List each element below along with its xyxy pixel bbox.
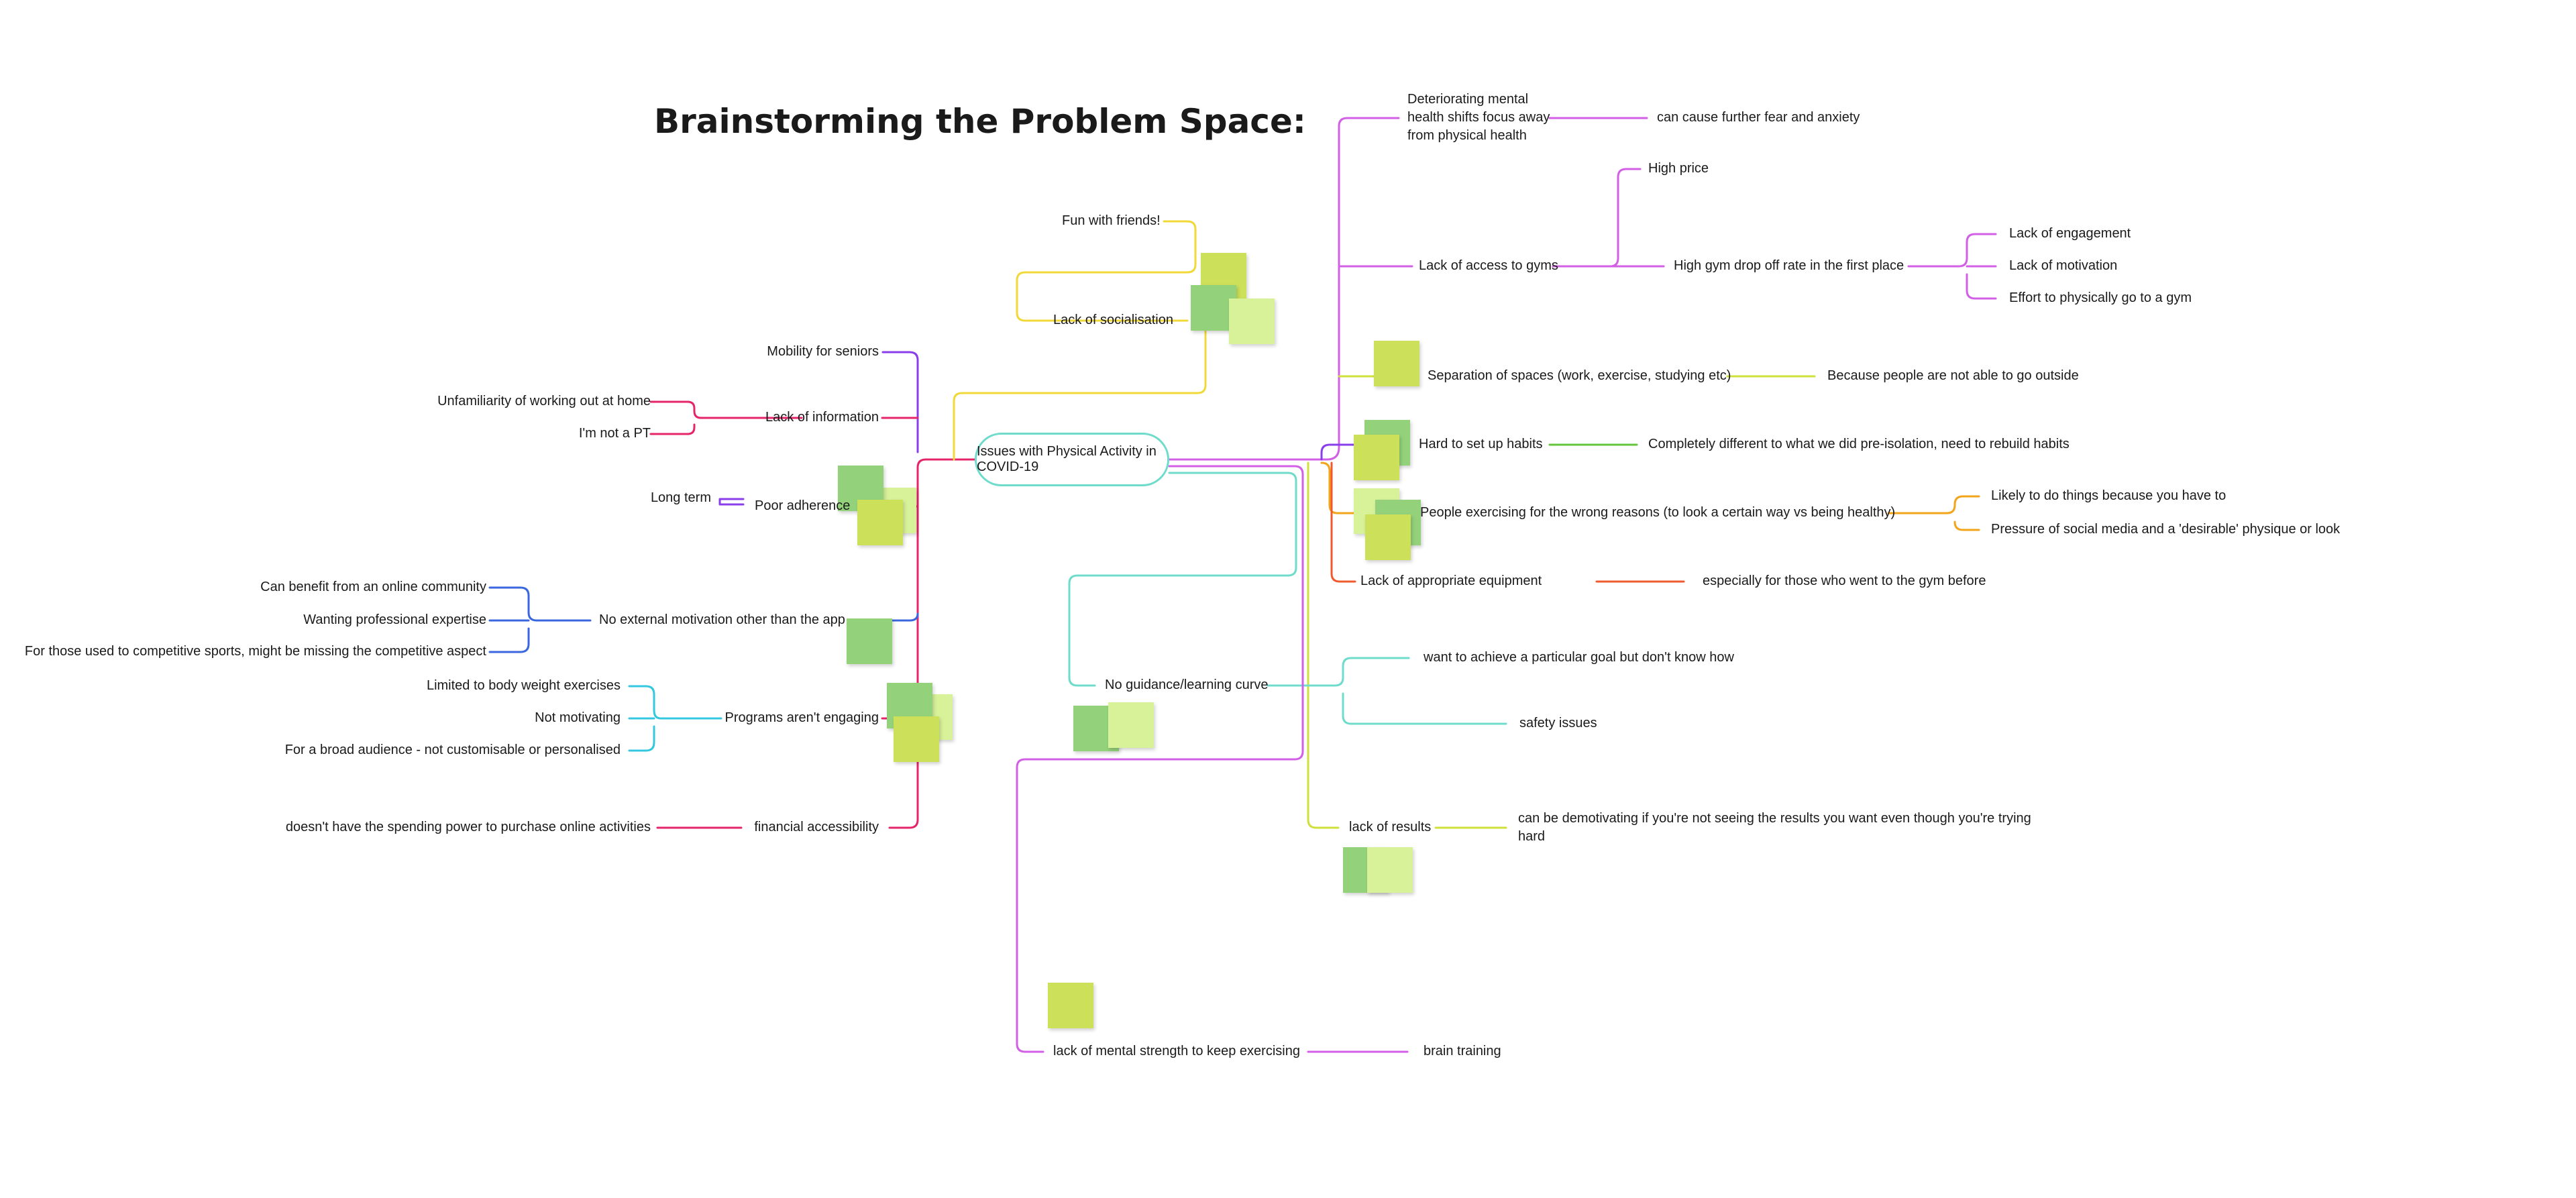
link-wrong-reasons-children <box>1887 495 1980 531</box>
link-information-children <box>649 400 803 435</box>
node-fear-and-anxiety[interactable]: can cause further fear and anxiety <box>1657 110 1860 125</box>
node-wrong-reasons[interactable]: People exercising for the wrong reasons … <box>1420 505 1896 520</box>
node-competitive-aspect[interactable]: For those used to competitive sports, mi… <box>24 644 486 659</box>
node-effort-to-go-to-gym[interactable]: Effort to physically go to a gym <box>2009 290 2192 305</box>
node-lack-of-engagement[interactable]: Lack of engagement <box>2009 226 2131 241</box>
sticky-note[interactable] <box>1354 435 1399 480</box>
sticky-note[interactable] <box>847 618 892 664</box>
node-rebuild-habits[interactable]: Completely different to what we did pre-… <box>1648 437 2070 451</box>
node-social-media-pressure[interactable]: Pressure of social media and a 'desirabl… <box>1991 522 2341 537</box>
node-things-you-have-to[interactable]: Likely to do things because you have to <box>1991 488 2226 503</box>
link-mental-strength <box>1016 465 1304 1053</box>
node-mobility-for-seniors[interactable]: Mobility for seniors <box>767 344 879 359</box>
node-spending-power[interactable]: doesn't have the spending power to purch… <box>285 820 651 834</box>
sticky-note[interactable] <box>1367 847 1413 893</box>
link-guidance-children <box>1267 657 1507 725</box>
link-mobility <box>881 351 919 453</box>
node-went-to-gym-before[interactable]: especially for those who went to the gym… <box>1703 574 1986 588</box>
node-broad-audience[interactable]: For a broad audience - not customisable … <box>284 743 621 757</box>
sticky-note[interactable] <box>1365 514 1411 560</box>
node-financial-accessibility[interactable]: financial accessibility <box>754 820 879 834</box>
node-lack-of-results[interactable]: lack of results <box>1349 820 1432 834</box>
node-gym-drop-off-rate[interactable]: High gym drop off rate in the first plac… <box>1674 258 1904 273</box>
node-particular-goal[interactable]: want to achieve a particular goal but do… <box>1424 650 1734 665</box>
link-dropoff-children <box>1907 233 1997 300</box>
node-brain-training[interactable]: brain training <box>1424 1044 1501 1058</box>
node-no-guidance[interactable]: No guidance/learning curve <box>1105 677 1269 692</box>
sticky-note[interactable] <box>1048 983 1093 1028</box>
link-wrong-reasons <box>1320 461 1413 514</box>
link-socialisation <box>953 327 1207 461</box>
link-long-term <box>718 498 745 506</box>
link-motivation <box>891 612 919 622</box>
node-poor-adherence[interactable]: Poor adherence <box>755 498 851 513</box>
node-lack-of-information[interactable]: Lack of information <box>765 410 879 425</box>
node-programs-not-engaging[interactable]: Programs aren't engaging <box>724 710 879 725</box>
sticky-note[interactable] <box>1229 298 1275 344</box>
link-center-left-trunk <box>888 458 976 829</box>
node-separation-of-spaces[interactable]: Separation of spaces (work, exercise, st… <box>1428 368 1731 383</box>
node-unfamiliarity-working-out[interactable]: Unfamiliarity of working out at home <box>437 394 651 409</box>
node-deteriorating-mental-health[interactable]: Deteriorating mental health shifts focus… <box>1407 92 1550 143</box>
node-lack-of-access-to-gyms[interactable]: Lack of access to gyms <box>1419 258 1558 273</box>
link-right-trunk-up <box>1168 117 1400 461</box>
link-motivation-children <box>488 586 592 653</box>
link-equipment <box>1330 461 1356 583</box>
node-safety-issues[interactable]: safety issues <box>1519 716 1597 730</box>
node-fun-with-friends[interactable]: Fun with friends! <box>1062 213 1161 228</box>
node-not-motivating[interactable]: Not motivating <box>535 710 621 725</box>
node-demotivating-results[interactable]: can be demotivating if you're not seeing… <box>1518 811 2031 844</box>
link-habits <box>1320 443 1410 461</box>
node-hard-to-set-up-habits[interactable]: Hard to set up habits <box>1419 437 1543 451</box>
sticky-note[interactable] <box>1191 285 1236 331</box>
central-topic-node[interactable]: Issues with Physical Activity in COVID-1… <box>975 433 1169 486</box>
link-socialisation-children <box>1016 220 1197 322</box>
node-body-weight-exercises[interactable]: Limited to body weight exercises <box>426 678 621 693</box>
link-programs-children <box>628 685 722 752</box>
link-guidance <box>1068 472 1297 687</box>
link-gyms-children <box>1552 168 1665 268</box>
sticky-note[interactable] <box>1374 341 1419 386</box>
page-title: Brainstorming the Problem Space: <box>654 102 1306 141</box>
node-lack-of-equipment[interactable]: Lack of appropriate equipment <box>1360 574 1542 588</box>
node-online-community[interactable]: Can benefit from an online community <box>260 580 486 594</box>
node-not-a-pt[interactable]: I'm not a PT <box>578 426 651 441</box>
sticky-note[interactable] <box>1108 702 1154 748</box>
node-lack-of-mental-strength[interactable]: lack of mental strength to keep exercisi… <box>1053 1044 1300 1058</box>
link-results <box>1307 461 1340 829</box>
node-no-external-motivation[interactable]: No external motivation other than the ap… <box>599 612 845 627</box>
node-professional-expertise[interactable]: Wanting professional expertise <box>303 612 486 627</box>
sticky-note[interactable] <box>894 716 939 762</box>
node-long-term[interactable]: Long term <box>650 490 711 505</box>
node-lack-of-socialisation[interactable]: Lack of socialisation <box>1053 313 1173 327</box>
sticky-note[interactable] <box>857 500 903 545</box>
node-not-able-to-go-outside[interactable]: Because people are not able to go outsid… <box>1827 368 2079 383</box>
node-high-price[interactable]: High price <box>1648 161 1709 176</box>
node-lack-of-motivation[interactable]: Lack of motivation <box>2009 258 2118 273</box>
central-topic-label: Issues with Physical Activity in COVID-1… <box>977 444 1157 474</box>
